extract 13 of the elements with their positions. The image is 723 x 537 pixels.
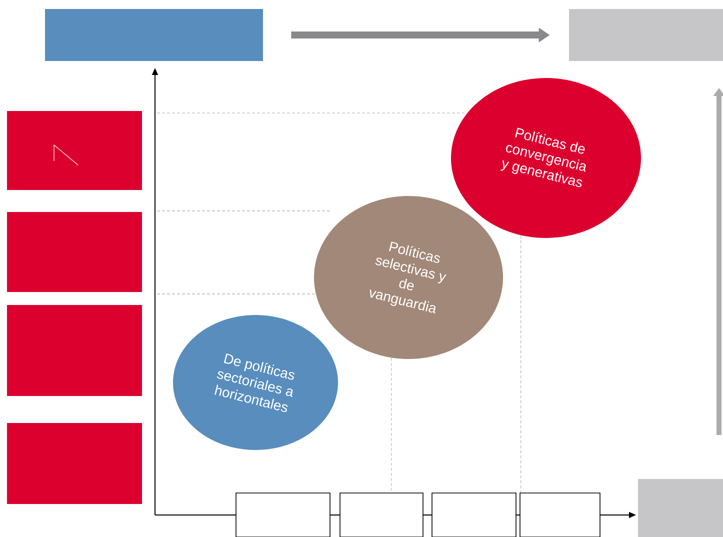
box [638,478,723,537]
box [7,212,142,292]
box [7,305,142,396]
box [45,9,263,61]
box [7,422,142,504]
box [569,9,723,61]
box [340,492,424,537]
box [432,492,516,537]
guide-line [520,235,522,493]
guide-line [391,358,392,493]
box [520,492,600,537]
box [7,110,142,190]
box [236,492,330,537]
